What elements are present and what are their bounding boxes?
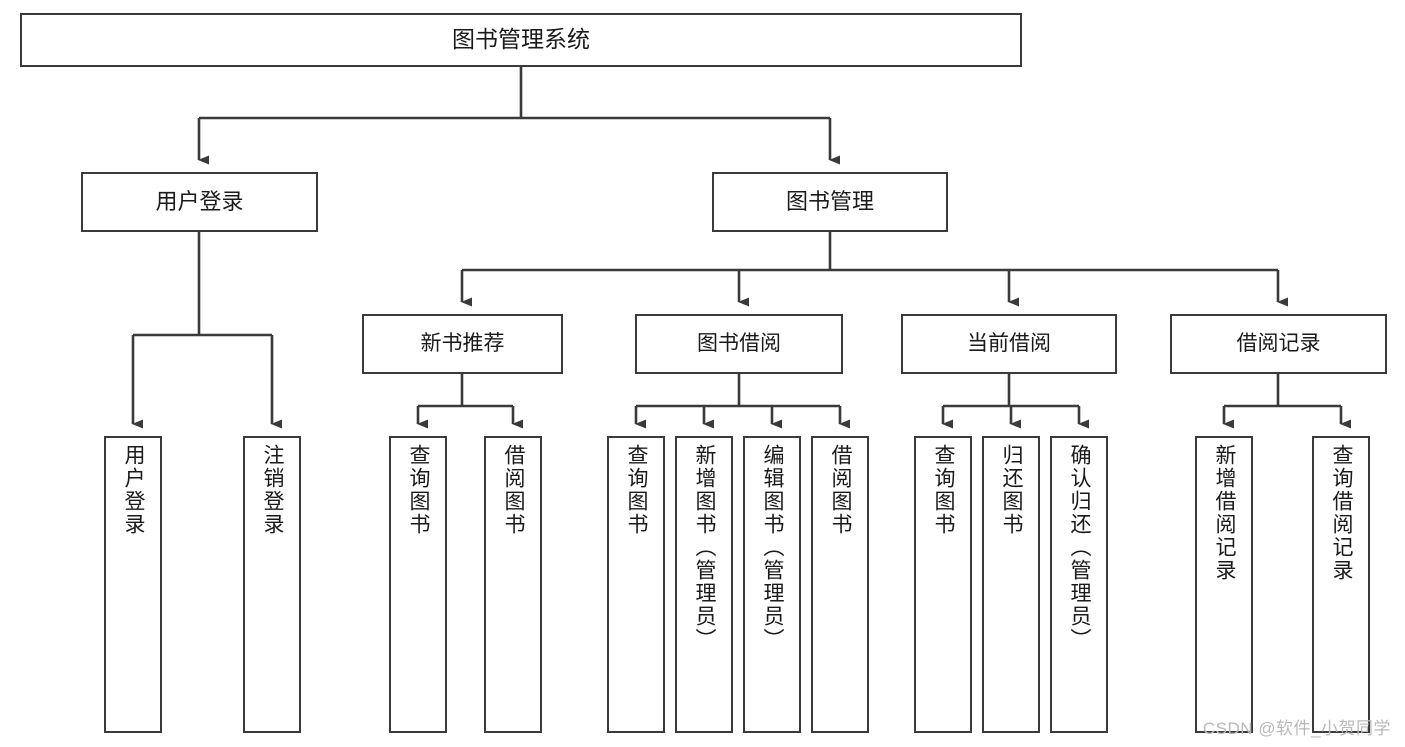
node-label: 新增图书（管理员） [693,444,717,651]
node-label: 借阅图书 [502,444,526,536]
node-book-borrow[interactable]: 图书借阅 [635,314,843,374]
node-root-system[interactable]: 图书管理系统 [20,13,1022,67]
node-label: 编辑图书（管理员） [761,444,785,651]
leaf-current-borrow-confirm-return[interactable]: 确认归还（管理员） [1050,436,1108,733]
node-label: 图书管理系统 [452,26,590,53]
leaf-borrow-record-add[interactable]: 新增借阅记录 [1195,436,1253,733]
node-user-login[interactable]: 用户登录 [81,172,318,232]
node-label: 查询图书 [625,444,649,536]
node-label: 查询图书 [407,444,431,536]
node-label: 借阅记录 [1236,331,1321,355]
leaf-user-login-login[interactable]: 用户登录 [104,436,162,733]
leaf-book-borrow-query[interactable]: 查询图书 [607,436,665,733]
node-label: 当前借阅 [967,331,1051,355]
node-label: 新书推荐 [420,331,505,355]
node-label: 确认归还（管理员） [1068,444,1092,651]
leaf-borrow-record-query[interactable]: 查询借阅记录 [1312,436,1370,733]
leaf-book-borrow-add[interactable]: 新增图书（管理员） [675,436,733,733]
leaf-book-borrow-edit[interactable]: 编辑图书（管理员） [743,436,801,733]
node-label: 用户登录 [155,189,244,215]
node-label: 注销登录 [261,444,285,536]
node-label: 归还图书 [1000,444,1024,536]
node-label: 查询借阅记录 [1330,444,1354,582]
node-label: 查询图书 [932,444,956,536]
leaf-book-borrow-borrow[interactable]: 借阅图书 [811,436,869,733]
node-borrow-record[interactable]: 借阅记录 [1170,314,1387,374]
leaf-new-book-borrow[interactable]: 借阅图书 [484,436,542,733]
node-label: 图书管理 [785,189,874,215]
leaf-current-borrow-return[interactable]: 归还图书 [982,436,1040,733]
leaf-new-book-query[interactable]: 查询图书 [389,436,447,733]
node-label: 用户登录 [122,444,146,536]
node-current-borrow[interactable]: 当前借阅 [901,314,1117,374]
node-book-management[interactable]: 图书管理 [712,172,948,232]
node-label: 借阅图书 [829,444,853,536]
node-new-book-recommend[interactable]: 新书推荐 [362,314,563,374]
node-label: 图书借阅 [697,331,781,355]
leaf-user-login-logout[interactable]: 注销登录 [243,436,301,733]
watermark-text: CSDN @软件_小贺同学 [1202,719,1391,738]
node-label: 新增借阅记录 [1213,444,1237,582]
leaf-current-borrow-query[interactable]: 查询图书 [914,436,972,733]
